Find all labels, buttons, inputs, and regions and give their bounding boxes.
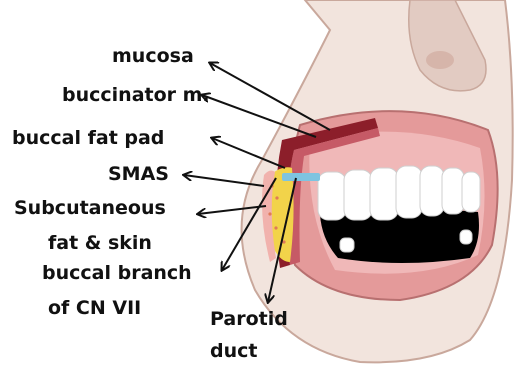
- label-subcutaneous-line1: Subcutaneous: [14, 197, 166, 219]
- label-buccal-fat-pad: buccal fat pad: [12, 127, 164, 149]
- nostril: [426, 51, 454, 69]
- label-subcutaneous-line2: fat & skin: [48, 232, 152, 254]
- label-parotid-line1: Parotid: [210, 308, 288, 330]
- label-buccinator: buccinator m.: [62, 84, 210, 106]
- label-buccal-branch-line1: buccal branch: [42, 262, 192, 284]
- parotid-duct: [282, 173, 320, 181]
- label-mucosa: mucosa: [112, 45, 194, 67]
- label-parotid-line2: duct: [210, 340, 257, 362]
- mouth-opening: [320, 209, 479, 263]
- label-buccal-branch-line2: of CN VII: [48, 297, 141, 319]
- label-smas: SMAS: [108, 163, 169, 185]
- upper-teeth: [318, 166, 480, 220]
